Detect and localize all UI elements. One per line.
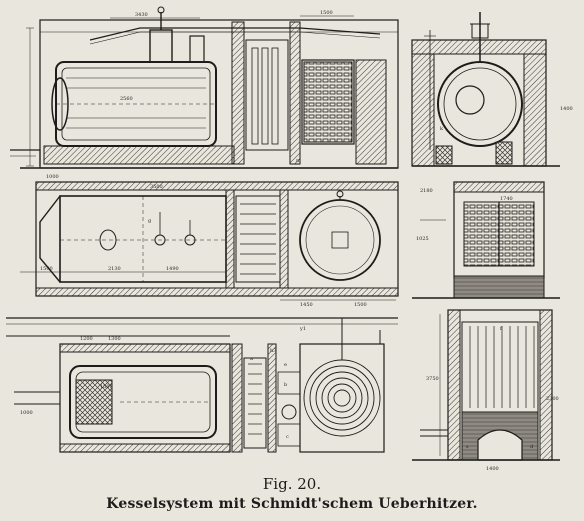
front-section-labels: 1400 k [440, 106, 573, 132]
dimension-label: 1200 [80, 336, 93, 342]
part-label: k [440, 126, 444, 132]
figure-number: Fig. 20. [262, 475, 322, 493]
dimension-label: 1300 [108, 336, 121, 342]
superheater-plan [235, 195, 281, 283]
part-label: h3 [270, 348, 276, 354]
dimension-label: 1400 [560, 106, 573, 112]
top-plan-labels: 1200 1300 1000 1500 y1 h3 a b c e [20, 326, 306, 440]
rear-section-labels: 3750 1400 2300 f s d [426, 326, 559, 472]
side-elevation-dimension-labels: 3430 1500 2560 1000 m [46, 10, 333, 180]
dimension-label: 1500 [40, 266, 53, 272]
dimension-label: 1000 [20, 410, 33, 416]
dimension-label: 2560 [120, 96, 133, 102]
part-label: m [296, 158, 301, 164]
tube-nest-side [303, 61, 353, 143]
part-label: g [148, 218, 152, 224]
front-section-view [411, 12, 560, 167]
part-label: a [250, 356, 253, 362]
dimension-label: 2130 [108, 266, 121, 272]
part-label: y1 [299, 326, 306, 332]
superheater-rear [461, 321, 539, 413]
header-vessel-plan [299, 199, 381, 281]
dimension-label: 3750 [426, 376, 439, 382]
boiler-shell-top [69, 365, 217, 439]
dimension-label: 1740 [500, 196, 513, 202]
dimension-label: 1025 [416, 236, 429, 242]
dimension-label: 3430 [135, 12, 148, 18]
firedoor-grate [75, 379, 113, 425]
part-label: s [466, 444, 469, 450]
part-label: d [530, 444, 534, 450]
chimney-brickwork [231, 21, 245, 165]
part-label: c [286, 434, 289, 440]
part-label: b [284, 382, 287, 388]
part-label: f [500, 326, 503, 332]
dimension-label: 2180 [420, 188, 433, 194]
plan-section-view [20, 181, 399, 301]
plan-section-labels: 3500 2130 1490 1500 1450 1500 g [40, 184, 367, 308]
dimension-label: 1000 [46, 174, 59, 180]
dimension-label: 1450 [300, 302, 313, 308]
superheater-side [245, 39, 289, 151]
superheater-top [243, 357, 267, 449]
superheater-section-view [412, 181, 560, 299]
dimension-label: 1500 [354, 302, 367, 308]
dimension-label: 1400 [486, 466, 499, 472]
dimension-label: 1500 [320, 10, 333, 16]
dimension-label: 1500 [100, 384, 113, 390]
side-elevation-view [10, 6, 399, 169]
steam-dome [149, 29, 173, 63]
spiral-coil [303, 359, 381, 437]
boiler-cross-section [437, 61, 523, 147]
figure-caption: Kesselsystem mit Schmidt'schem Ueberhitz… [106, 496, 478, 512]
dimension-label: 3500 [150, 184, 163, 190]
dimension-label: 1490 [166, 266, 179, 272]
dimension-label: 2300 [546, 396, 559, 402]
flue-arch [477, 429, 523, 461]
superheater-section-labels: 2180 1740 1025 [416, 188, 513, 242]
top-plan-view [6, 317, 398, 453]
rear-section-view [412, 309, 560, 461]
part-label: e [284, 362, 287, 368]
